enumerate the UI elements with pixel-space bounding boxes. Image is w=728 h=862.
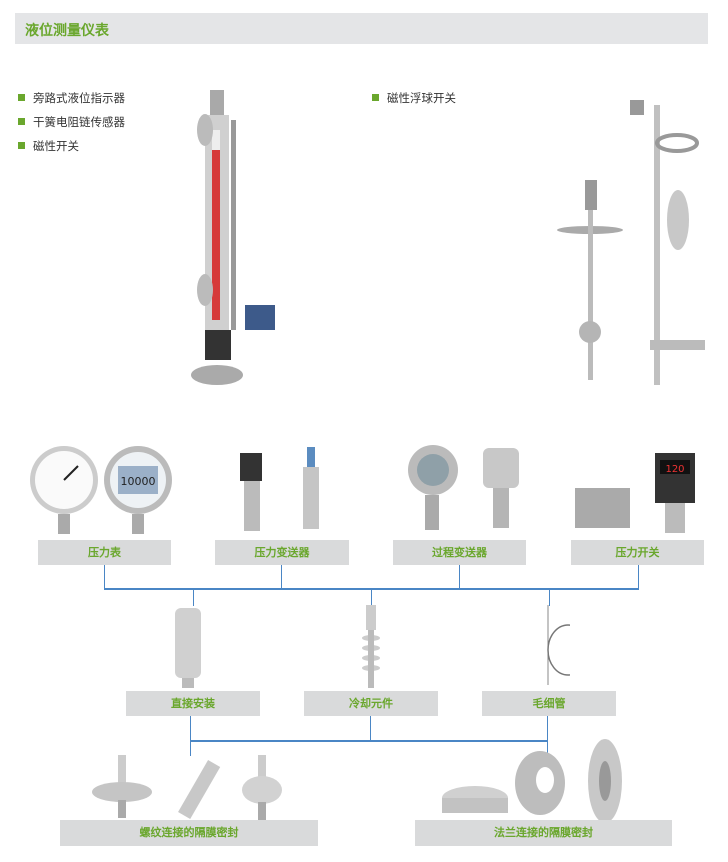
bullet-icon [18,142,25,149]
connector-line [190,742,191,756]
list-item: 磁性开关 [18,139,79,153]
digital-gauge-display: 10000 [121,475,156,488]
pressure-gauge-image: 10000 [30,446,172,534]
list-item-label: 磁性开关 [33,139,79,153]
pressure-transmitter-image [240,447,319,531]
bullet-icon [18,118,25,125]
connector-line [190,716,191,740]
bullet-icon [18,94,25,101]
list-item-label: 旁路式液位指示器 [33,91,125,105]
connector-line [459,565,460,588]
mounting-options-image [175,605,570,688]
seal-box: 法兰连接的隔膜密封 [415,820,672,846]
mounting-box: 冷却元件 [304,691,438,716]
mounting-box: 直接安装 [126,691,260,716]
connector-line [193,590,194,606]
bypass-level-indicator-image [191,90,275,385]
section-header: 液位测量仪表 [15,13,708,44]
pressure-switch-image: 120 [575,453,695,533]
category-box: 压力表 [38,540,171,565]
connector-line [281,565,282,588]
flange-diaphragm-seal-image [442,739,622,823]
connector-line [549,590,550,606]
connector-line [104,565,105,588]
list-item: 磁性浮球开关 [372,91,456,105]
category-box: 压力开关 [571,540,704,565]
bullet-icon [372,94,379,101]
threaded-diaphragm-seal-image [92,755,282,820]
category-box: 过程变送器 [393,540,526,565]
list-item: 旁路式液位指示器 [18,91,125,105]
section-title: 液位测量仪表 [25,23,109,39]
connector-bus [104,588,639,590]
connector-bus [190,740,548,742]
seal-box: 螺纹连接的隔膜密封 [60,820,318,846]
list-item: 干簧电阻链传感器 [18,115,125,129]
connector-line [638,565,639,588]
list-item-label: 干簧电阻链传感器 [33,115,125,129]
list-item-label: 磁性浮球开关 [387,91,456,105]
float-switch-image [557,100,705,385]
connector-line [370,716,371,740]
process-transmitter-image [408,445,519,530]
connector-line [371,590,372,606]
category-box: 压力变送器 [215,540,349,565]
switch-display: 120 [665,464,684,475]
mounting-box: 毛细管 [482,691,616,716]
connector-line [547,716,548,756]
